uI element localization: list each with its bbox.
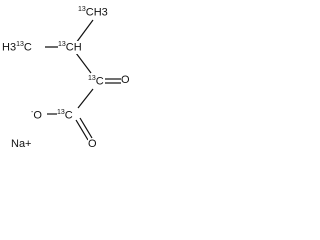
bond-ch-to-top-methyl xyxy=(75,19,94,44)
element-label: CH3 xyxy=(85,6,108,19)
atom-carboxyl-oxygen: O xyxy=(88,139,97,150)
isotope-label: 13 xyxy=(57,109,65,116)
atom-top-methyl: 13CH3 xyxy=(78,6,108,19)
bond-ch-to-keto-carbon xyxy=(75,52,92,74)
ion-label: Na+ xyxy=(11,138,32,150)
element-label: C xyxy=(23,41,32,54)
bond-carboxyl-double-a xyxy=(75,119,89,141)
atom-keto-oxygen: O xyxy=(121,75,130,86)
isotope-label: 13 xyxy=(16,41,24,48)
bond-carboxyl-double-b xyxy=(79,117,93,139)
isotope-label: 13 xyxy=(78,6,86,13)
isotope-label: 13 xyxy=(88,75,96,82)
atom-left-methyl: H313C xyxy=(2,41,32,54)
element-label: C xyxy=(64,109,73,122)
element-label: CH xyxy=(65,41,82,54)
element-label: O xyxy=(33,109,42,122)
atom-carboxyl-carbon: 13C xyxy=(57,109,73,122)
element-label: C xyxy=(95,75,104,88)
hydrogen-label: H3 xyxy=(2,41,17,54)
charge-label: - xyxy=(31,109,34,116)
counter-ion-sodium: Na+ xyxy=(11,139,32,150)
atom-keto-carbon: 13C xyxy=(88,75,104,88)
bond-keto-to-carboxyl xyxy=(77,88,94,109)
element-label: O xyxy=(121,74,130,86)
isotope-label: 13 xyxy=(58,41,66,48)
atom-carboxylate-oxygen: -O xyxy=(31,109,42,122)
element-label: O xyxy=(88,138,97,150)
structure-diagram: 13CH3 H313C 13CH 13C O -O 13C O Na+ xyxy=(0,0,142,157)
atom-ch: 13CH xyxy=(58,41,82,54)
